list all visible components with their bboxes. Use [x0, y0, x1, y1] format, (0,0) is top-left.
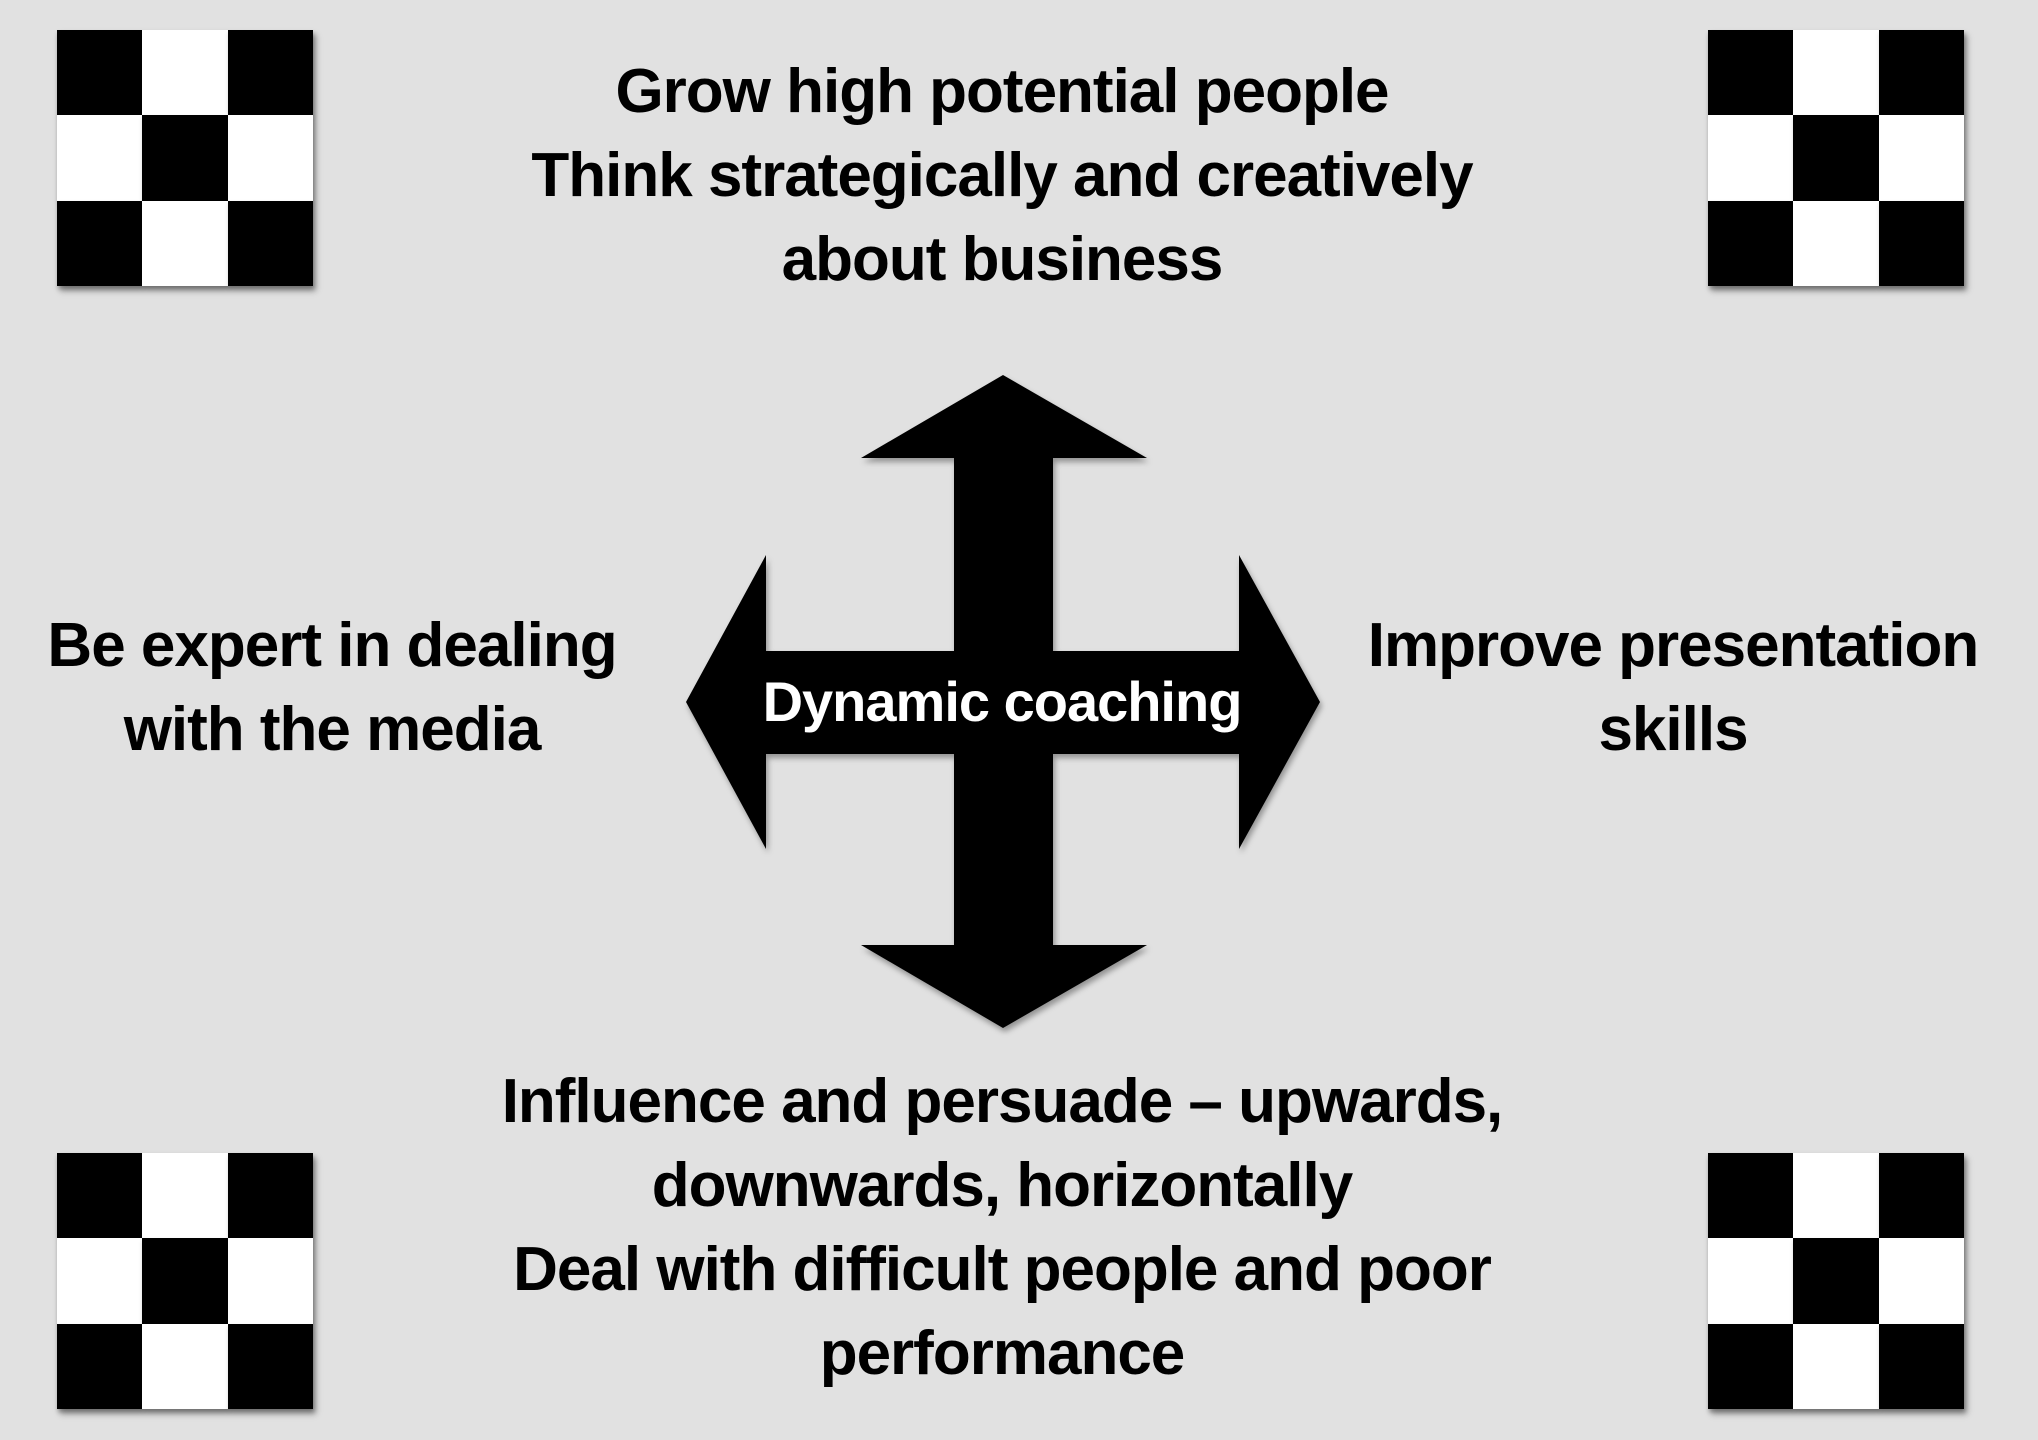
checkerboard-bottom-right — [1708, 1153, 1964, 1409]
bottom-line-2: downwards, horizontally — [651, 1151, 1353, 1220]
bottom-line-4: performance — [819, 1319, 1186, 1388]
center-label: Dynamic coaching — [762, 670, 1243, 733]
right-goal-text: Improve presentation skills — [1338, 604, 2008, 772]
left-line-2: with the media — [123, 695, 542, 764]
right-line-2: skills — [1598, 695, 1748, 764]
right-line-1: Improve presentation — [1367, 611, 1979, 680]
bottom-line-3: Deal with difficult people and poor — [513, 1235, 1492, 1304]
bottom-goals-text: Influence and persuade – upwards, downwa… — [440, 1060, 1564, 1396]
bottom-line-1: Influence and persuade – upwards, — [501, 1067, 1504, 1136]
top-line-3: about business — [781, 225, 1224, 294]
checkerboard-top-left — [57, 30, 313, 286]
top-line-1: Grow high potential people — [615, 57, 1389, 126]
checkerboard-bottom-left — [57, 1153, 313, 1409]
top-goals-text: Grow high potential people Think strateg… — [450, 50, 1554, 302]
top-line-2: Think strategically and creatively — [531, 141, 1473, 210]
left-goal-text: Be expert in dealing with the media — [20, 604, 644, 772]
left-line-1: Be expert in dealing — [47, 611, 617, 680]
checkerboard-top-right — [1708, 30, 1964, 286]
